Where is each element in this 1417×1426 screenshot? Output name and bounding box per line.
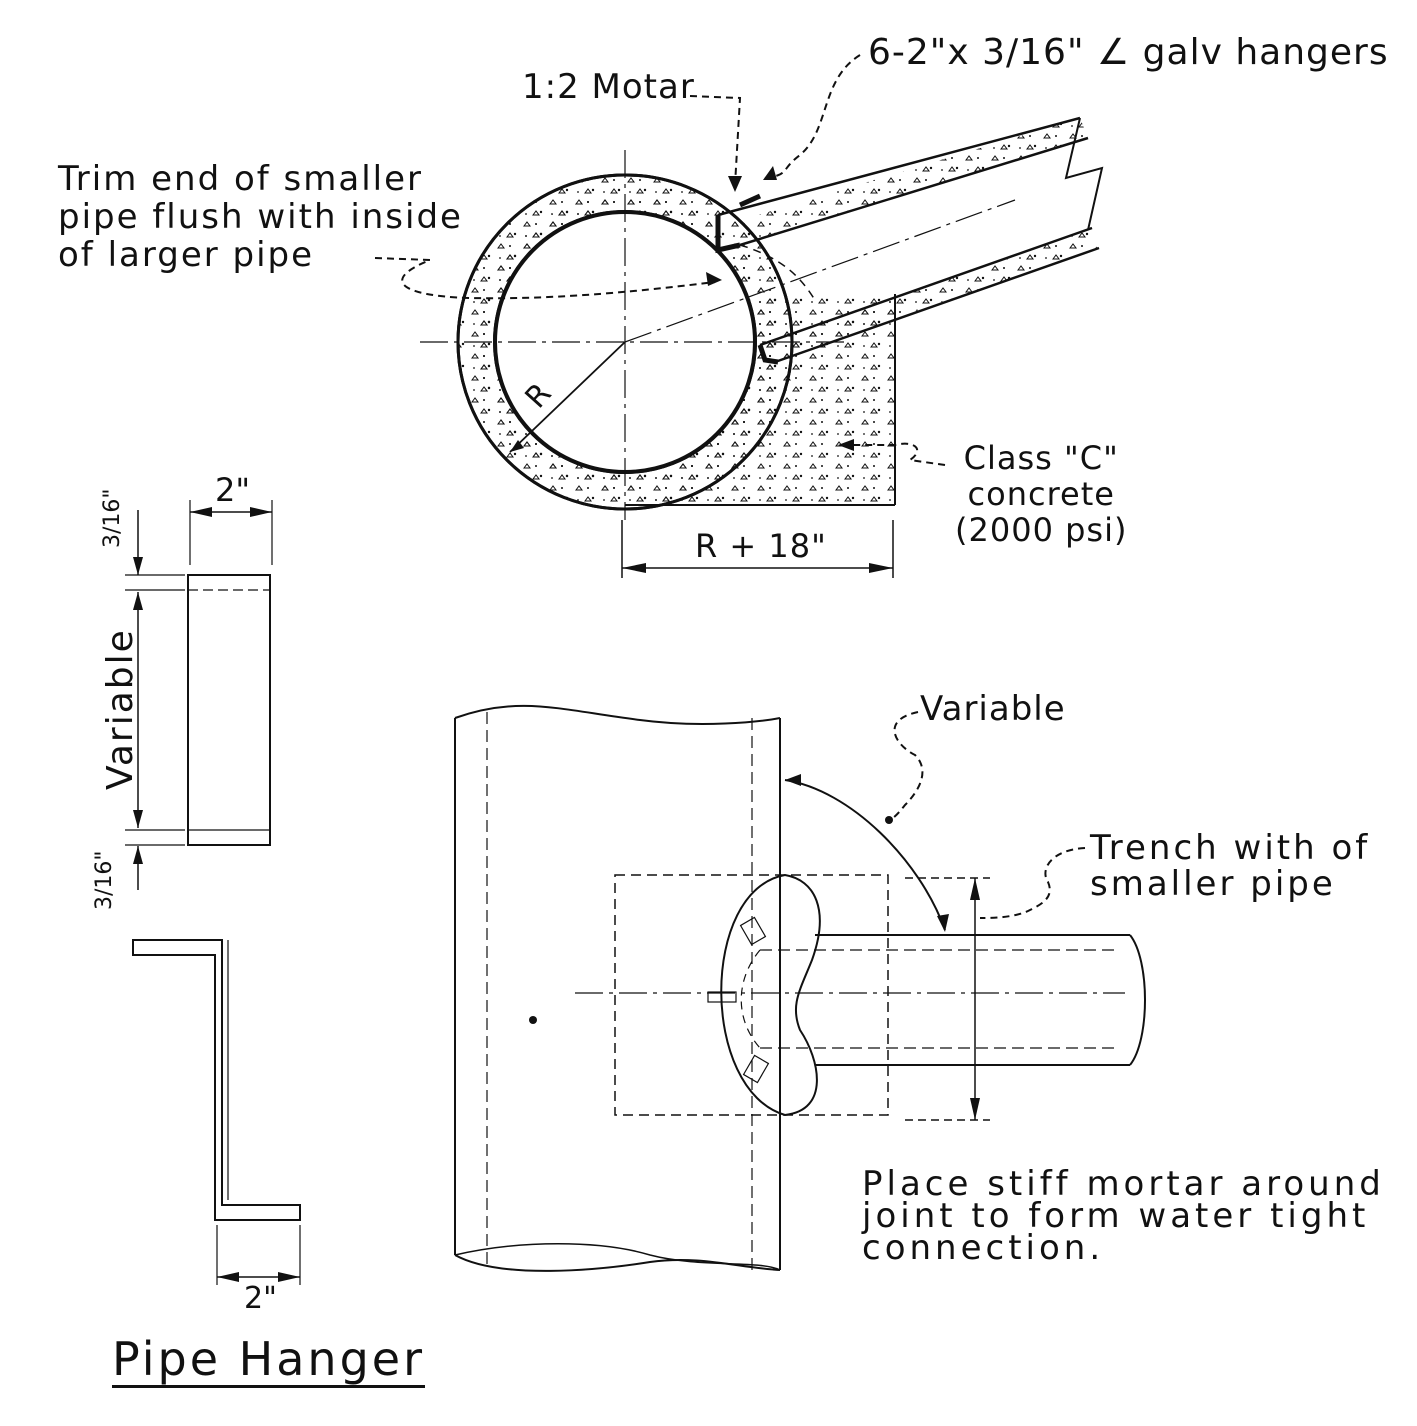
- width-2in-bottom-label: 2": [244, 1281, 277, 1316]
- r-plus-18-label: R + 18": [695, 527, 827, 565]
- plan-small-pipe: [707, 873, 1146, 1117]
- mortar-joint-note-line-2: joint to form water tight: [862, 1196, 1370, 1236]
- r-plus-18-dimension: [621, 520, 894, 578]
- variable-height-label: Variable: [100, 628, 141, 790]
- variable-plan-label: Variable: [920, 689, 1066, 729]
- hanger-side-view: [132, 939, 301, 1285]
- trench-note-line-1: Trench with of: [1090, 828, 1371, 868]
- trim-note-line-3: of larger pipe: [58, 235, 315, 275]
- plan-large-pipe: [454, 704, 781, 1272]
- hanger-front-view: [125, 500, 273, 890]
- section-leaders: [374, 54, 946, 466]
- concrete-note-line-1: Class "C": [963, 439, 1119, 477]
- thickness-top-label: 3/16": [100, 488, 125, 548]
- width-2in-top-label: 2": [215, 471, 251, 509]
- hangers-label: 6-2"x 3/16" ∠ galv hangers: [868, 32, 1389, 73]
- mortar-label: 1:2 Motar: [522, 67, 695, 107]
- plan-leaders: [784, 711, 1086, 931]
- mortar-joint-note-line-3: connection.: [862, 1228, 1105, 1268]
- small-pipe-section: [715, 116, 1104, 365]
- section-arrowheads: [706, 166, 854, 451]
- trim-note-line-2: pipe flush with inside: [58, 197, 463, 237]
- drawing-title: Pipe Hanger: [112, 1335, 425, 1389]
- concrete-note: Class "C"concrete(2000 psi): [955, 440, 1127, 548]
- plan-center-dot: [529, 1016, 537, 1024]
- trench-note-line-2: smaller pipe: [1090, 864, 1336, 904]
- concrete-note-line-2: concrete: [967, 475, 1115, 513]
- concrete-note-line-3: (2000 psi): [955, 511, 1128, 549]
- plan-concrete-outline: [614, 874, 889, 1116]
- radius-line: [509, 341, 626, 453]
- mortar-joint-note-line-1: Place stiff mortar around: [862, 1164, 1385, 1204]
- trim-note-line-1: Trim end of smaller: [58, 159, 424, 199]
- thickness-bottom-label: 3/16": [92, 850, 117, 910]
